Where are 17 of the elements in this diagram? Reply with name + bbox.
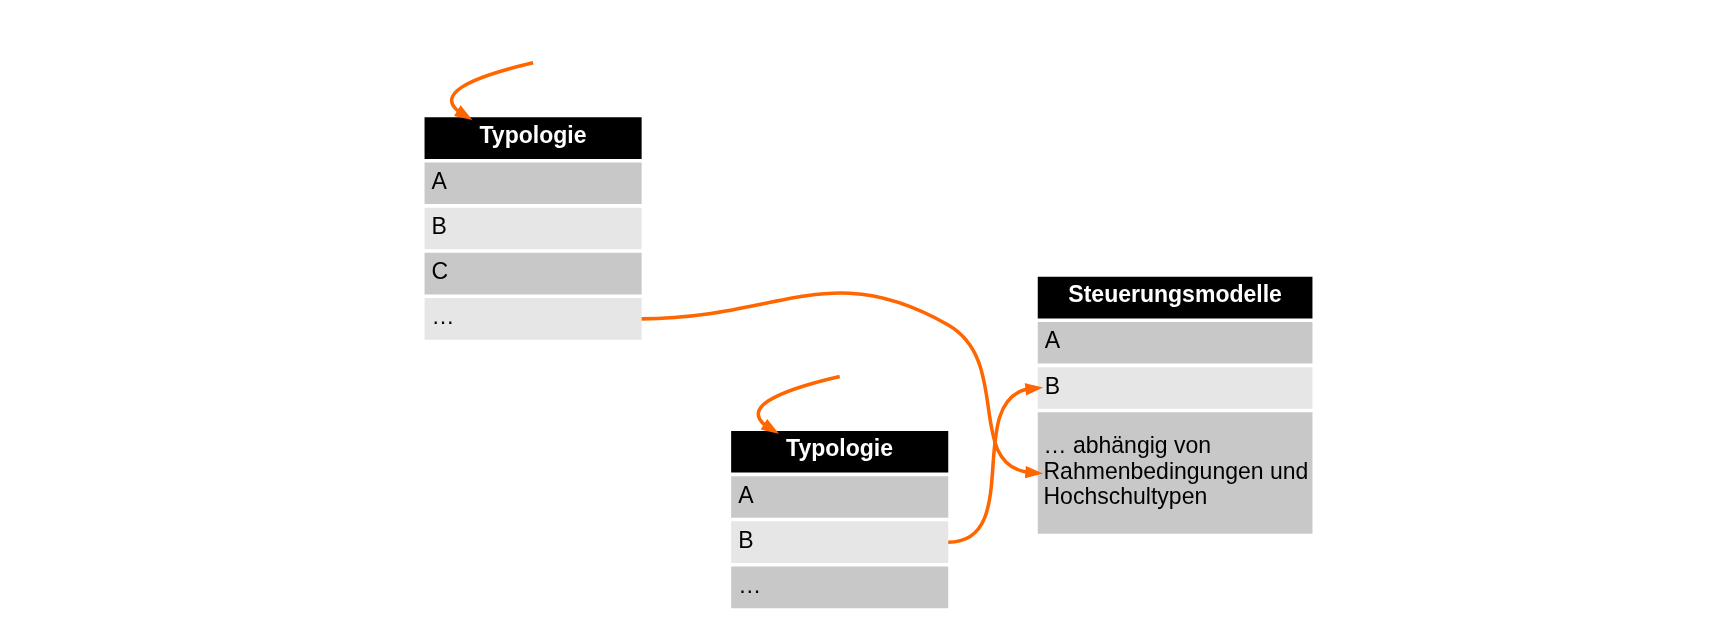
node-box: B — [1037, 367, 1312, 409]
node-box: A — [1037, 321, 1312, 364]
node-box: … — [424, 298, 642, 340]
node-box: A — [424, 162, 642, 205]
node-box: … abhängig von Rahmenbedingungen und Hochschultypen — [1037, 412, 1312, 534]
node-box: … — [730, 566, 948, 609]
node-box: Typologie — [730, 430, 948, 473]
arrow — [756, 374, 840, 434]
node-box: B — [424, 207, 642, 250]
node-box: Steuerungsmodelle — [1037, 276, 1312, 319]
node-box: C — [424, 252, 642, 295]
arrow — [641, 291, 1043, 479]
arrow — [947, 383, 1043, 544]
node-box: Typologie — [424, 117, 642, 159]
node-box: B — [730, 521, 948, 563]
node-box: A — [730, 476, 948, 518]
arrow — [449, 61, 533, 121]
